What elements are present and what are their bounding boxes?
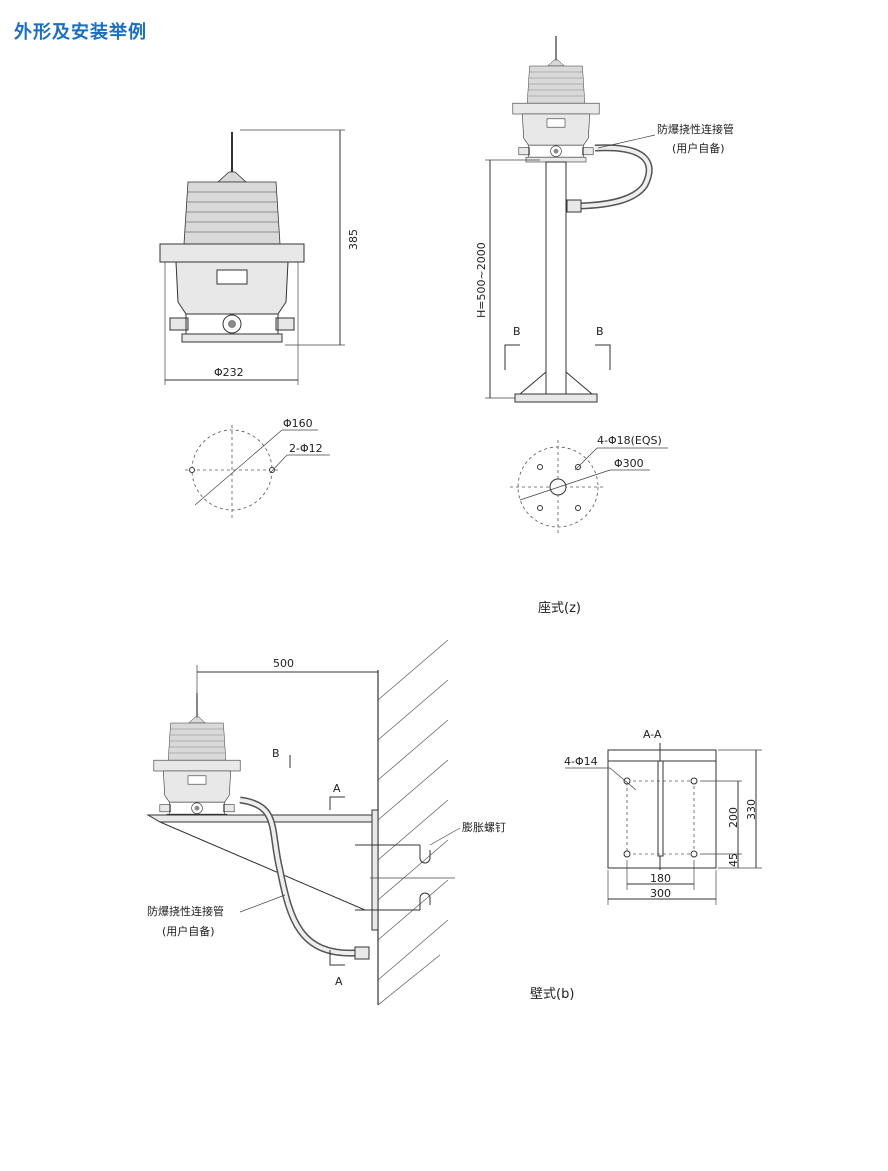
wall-mount-view: 500 B A A 膨胀螺钉 防爆挠性连接管 (用户自备)	[146, 639, 506, 1006]
dim-200: 200	[727, 807, 740, 828]
holes-dim-4-18: 4-Φ18(EQS)	[597, 434, 662, 447]
circle-dim-300: Φ300	[614, 457, 644, 470]
dim-45: 45	[727, 853, 740, 867]
caption-wall: 壁式(b)	[530, 987, 574, 1002]
width-dim-232: Φ232	[214, 366, 244, 379]
mount-hole-pattern-right: 4-Φ18(EQS) Φ300	[510, 434, 668, 535]
holes-dim-4-14: 4-Φ14	[564, 755, 598, 768]
page-title: 外形及安装举例	[14, 22, 147, 43]
section-aa-view: A-A 4-Φ14 200 330 45 180 300	[564, 728, 762, 905]
hose-label-wall: 防爆挠性连接管	[147, 904, 224, 918]
dim-300: 300	[650, 887, 671, 900]
section-a-bottom: A	[335, 975, 343, 988]
view-b-label: B	[272, 747, 280, 760]
hose-note-wall: (用户自备)	[162, 924, 215, 938]
height-dim-h: H=500~2000	[475, 242, 488, 318]
holes-dim-2-12: 2-Φ12	[289, 442, 323, 455]
mount-hole-pattern-left: Φ160 2-Φ12	[185, 417, 330, 520]
hose-label: 防爆挠性连接管	[657, 122, 734, 136]
height-dim-385: 385	[347, 229, 360, 250]
dim-330: 330	[745, 799, 758, 820]
hose-note: (用户自备)	[672, 141, 725, 155]
section-b-right: B	[596, 325, 604, 338]
bolt-label: 膨胀螺钉	[462, 820, 506, 834]
section-a-top: A	[333, 782, 341, 795]
dim-180: 180	[650, 872, 671, 885]
section-aa-title: A-A	[643, 728, 662, 741]
circle-dim-160: Φ160	[283, 417, 313, 430]
beacon-front-view: 385 Φ232	[159, 129, 360, 385]
pedestal-mount-view: 防爆挠性连接管 (用户自备) H=500~2000 B B	[475, 35, 734, 403]
section-b-left: B	[513, 325, 521, 338]
caption-pedestal: 座式(z)	[538, 601, 581, 616]
arm-dim-500: 500	[273, 657, 294, 670]
